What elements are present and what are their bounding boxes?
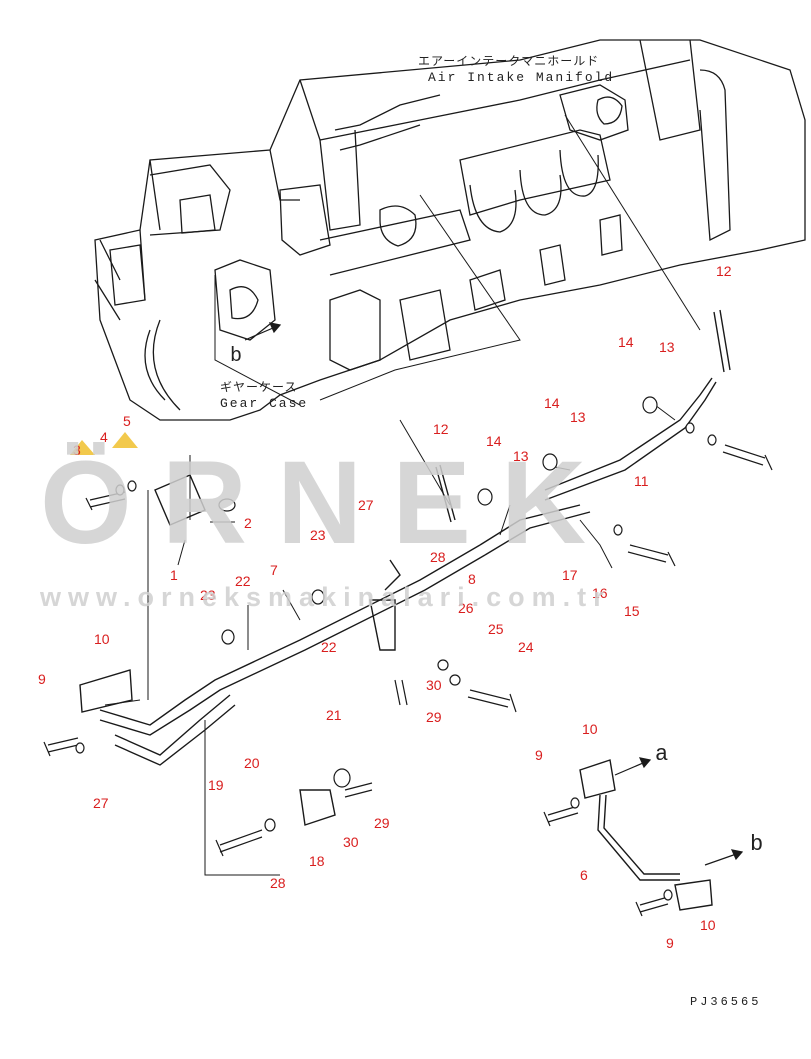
part-number: 24 bbox=[518, 639, 534, 655]
view-arrows bbox=[244, 322, 744, 866]
part-number: 13 bbox=[513, 448, 529, 464]
part-number: 13 bbox=[570, 409, 586, 425]
part-number: 6 bbox=[580, 867, 588, 883]
part-number: 23 bbox=[310, 527, 326, 543]
part-number: 2 bbox=[244, 515, 252, 531]
gearcase-label-en: Gear Case bbox=[220, 396, 309, 411]
part-number: 3 bbox=[73, 442, 81, 458]
part-number: 27 bbox=[93, 795, 109, 811]
part-number: 5 bbox=[123, 413, 131, 429]
drawing-number: PJ36565 bbox=[690, 995, 762, 1009]
part-number: 18 bbox=[309, 853, 325, 869]
part-number: 10 bbox=[94, 631, 110, 647]
engine-outline bbox=[94, 39, 806, 421]
part-number: 14 bbox=[544, 395, 560, 411]
part-number: 9 bbox=[666, 935, 674, 951]
part-number: 16 bbox=[592, 585, 608, 601]
part-number: 22 bbox=[235, 573, 251, 589]
watermark-accent bbox=[70, 432, 138, 455]
part-number: 25 bbox=[488, 621, 504, 637]
part-number: 22 bbox=[321, 639, 337, 655]
manifold-label-jp: エアーインテークマニホールド bbox=[418, 54, 600, 68]
part-number: 13 bbox=[659, 339, 675, 355]
view-label-b-engine: b bbox=[230, 345, 245, 368]
part-number: 28 bbox=[270, 875, 286, 891]
fasteners bbox=[43, 396, 773, 917]
part-number: 15 bbox=[624, 603, 640, 619]
part-number: 10 bbox=[582, 721, 598, 737]
view-label-a: a bbox=[655, 742, 671, 767]
part-number: 17 bbox=[562, 567, 578, 583]
part-number: 7 bbox=[270, 562, 278, 578]
part-number: 10 bbox=[700, 917, 716, 933]
part-number: 27 bbox=[358, 497, 374, 513]
part-number-labels: 1 2 3 4 5 6 7 8 9 9 9 10 10 10 11 12 12 … bbox=[38, 263, 732, 951]
oil-line-assembly bbox=[79, 309, 731, 911]
part-number: 12 bbox=[433, 421, 449, 437]
part-number: 1 bbox=[170, 567, 178, 583]
part-number: 11 bbox=[634, 473, 649, 489]
part-number: 21 bbox=[326, 707, 342, 723]
part-number: 29 bbox=[374, 815, 390, 831]
part-number: 12 bbox=[716, 263, 732, 279]
part-number: 26 bbox=[458, 600, 474, 616]
part-number: 30 bbox=[426, 677, 442, 693]
part-number: 20 bbox=[244, 755, 260, 771]
part-number: 14 bbox=[486, 433, 502, 449]
part-number: 23 bbox=[200, 587, 216, 603]
part-number: 19 bbox=[208, 777, 224, 793]
watermark-url: www.orneksmakinalari.com.tr bbox=[40, 582, 611, 612]
part-number: 8 bbox=[468, 571, 476, 587]
part-number: 28 bbox=[430, 549, 446, 565]
part-number: 14 bbox=[618, 334, 634, 350]
manifold-label-en: Air Intake Manifold bbox=[428, 70, 615, 85]
part-number: 29 bbox=[426, 709, 442, 725]
view-label-b: b bbox=[750, 832, 766, 857]
part-number: 30 bbox=[343, 834, 359, 850]
watermark-brand: ÖRNEK bbox=[40, 437, 617, 569]
part-number: 4 bbox=[100, 429, 108, 445]
part-number: 9 bbox=[535, 747, 543, 763]
gearcase-label-jp: ギヤーケース bbox=[220, 380, 298, 394]
part-number: 9 bbox=[38, 671, 46, 687]
